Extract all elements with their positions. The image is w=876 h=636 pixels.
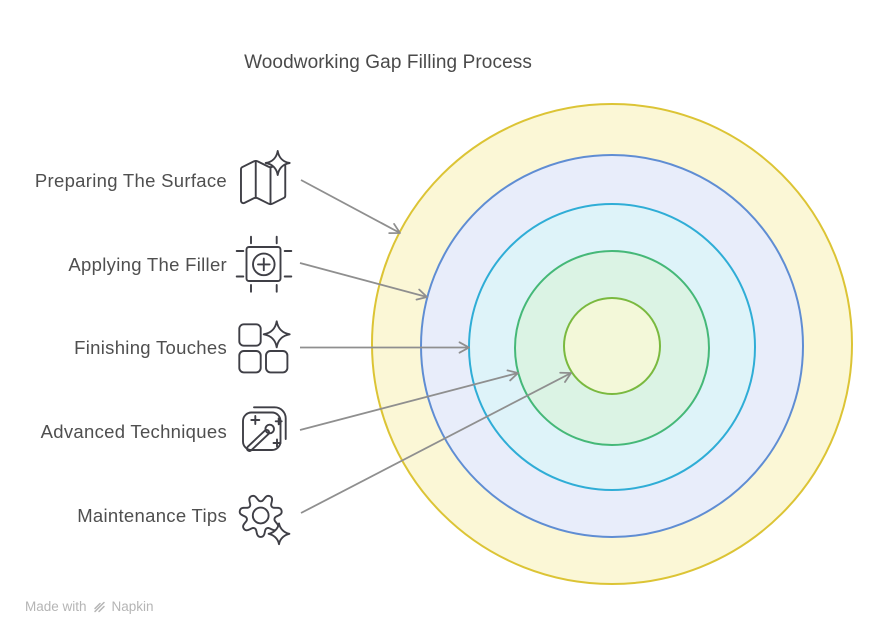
arrow-preparing-the-surface (300, 179, 401, 235)
label-finishing-touches: Finishing Touches (74, 337, 227, 358)
made-with-text: Made with (25, 599, 87, 614)
arrow-maintenance-tips (300, 371, 572, 514)
wand-card-icon (238, 404, 294, 460)
map-sparkle-icon (238, 149, 294, 207)
brand-text: Napkin (111, 599, 154, 614)
gear-sparkle-icon (236, 489, 294, 547)
grid-sparkle-icon (236, 318, 294, 376)
napkin-logo-icon (93, 601, 105, 613)
focus-target-icon (235, 235, 293, 293)
gear-body (238, 494, 283, 538)
label-maintenance-tips: Maintenance Tips (77, 505, 227, 526)
arrows (299, 179, 572, 514)
arrow-advanced-techniques (299, 369, 519, 431)
ring-innermost (563, 297, 661, 395)
page-title: Woodworking Gap Filling Process (244, 52, 532, 73)
arrow-applying-the-filler (299, 262, 428, 301)
made-with-napkin: Made with Napkin (25, 599, 154, 614)
label-preparing-the-surface: Preparing The Surface (34, 170, 227, 191)
label-applying-the-filler: Applying The Filler (68, 254, 227, 275)
label-advanced-techniques: Advanced Techniques (40, 421, 227, 442)
